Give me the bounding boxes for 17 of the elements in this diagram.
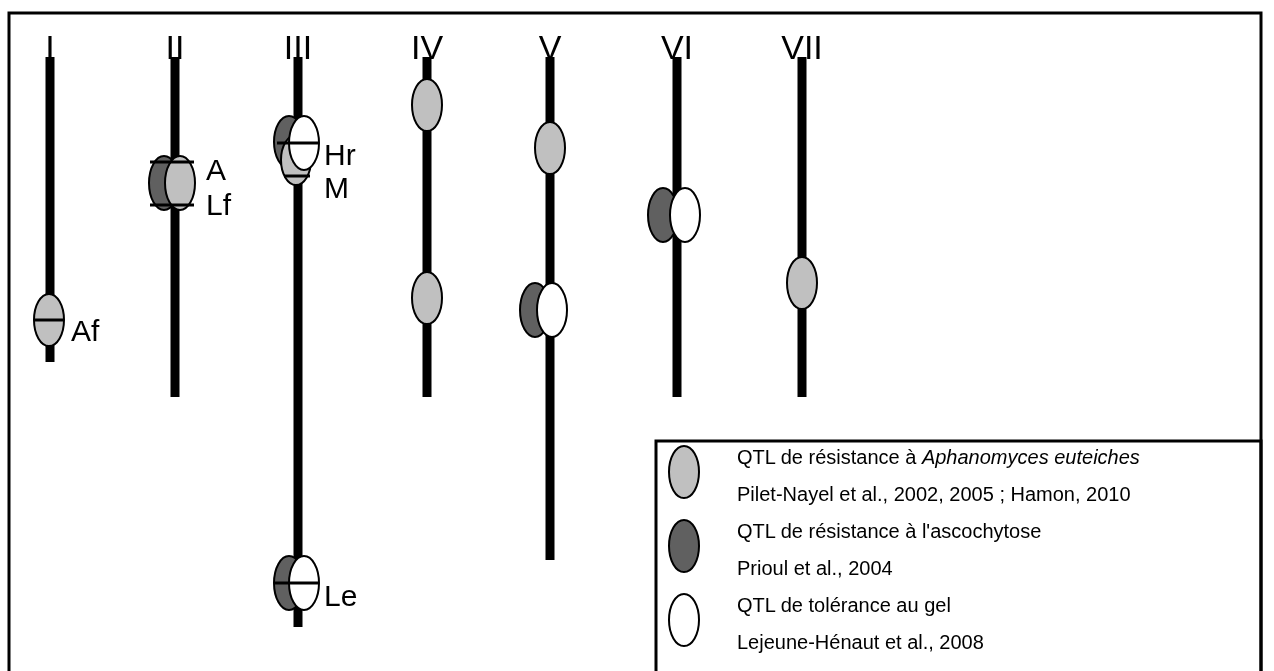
qtl-label: Hr [324, 140, 356, 170]
qtl-label: M [324, 173, 349, 203]
reference-text: Prioul et al., 2004 [737, 558, 893, 578]
chromosome-label: III [283, 30, 313, 64]
chromosome-label: VII [781, 30, 823, 64]
legend-text: QTL de résistance à Aphanomyces euteiches [737, 447, 1140, 467]
legend-text: QTL de tolérance au gel [737, 595, 951, 615]
qtl-label: Af [71, 316, 100, 346]
chromosome-label: II [165, 30, 185, 64]
legend-text: QTL de résistance à l'ascochytose [737, 521, 1042, 541]
reference-text: Pilet-Nayel et al., 2002, 2005 ; Hamon, 2010 [737, 484, 1131, 504]
chromosome-label: VI [660, 30, 694, 64]
qtl-label: Lf [206, 190, 232, 220]
qtl-label: A [206, 155, 226, 185]
qtl-label: Le [324, 581, 358, 611]
reference-text: Lejeune-Hénaut et al., 2008 [737, 632, 984, 652]
chromosome-label: IV [410, 30, 444, 64]
